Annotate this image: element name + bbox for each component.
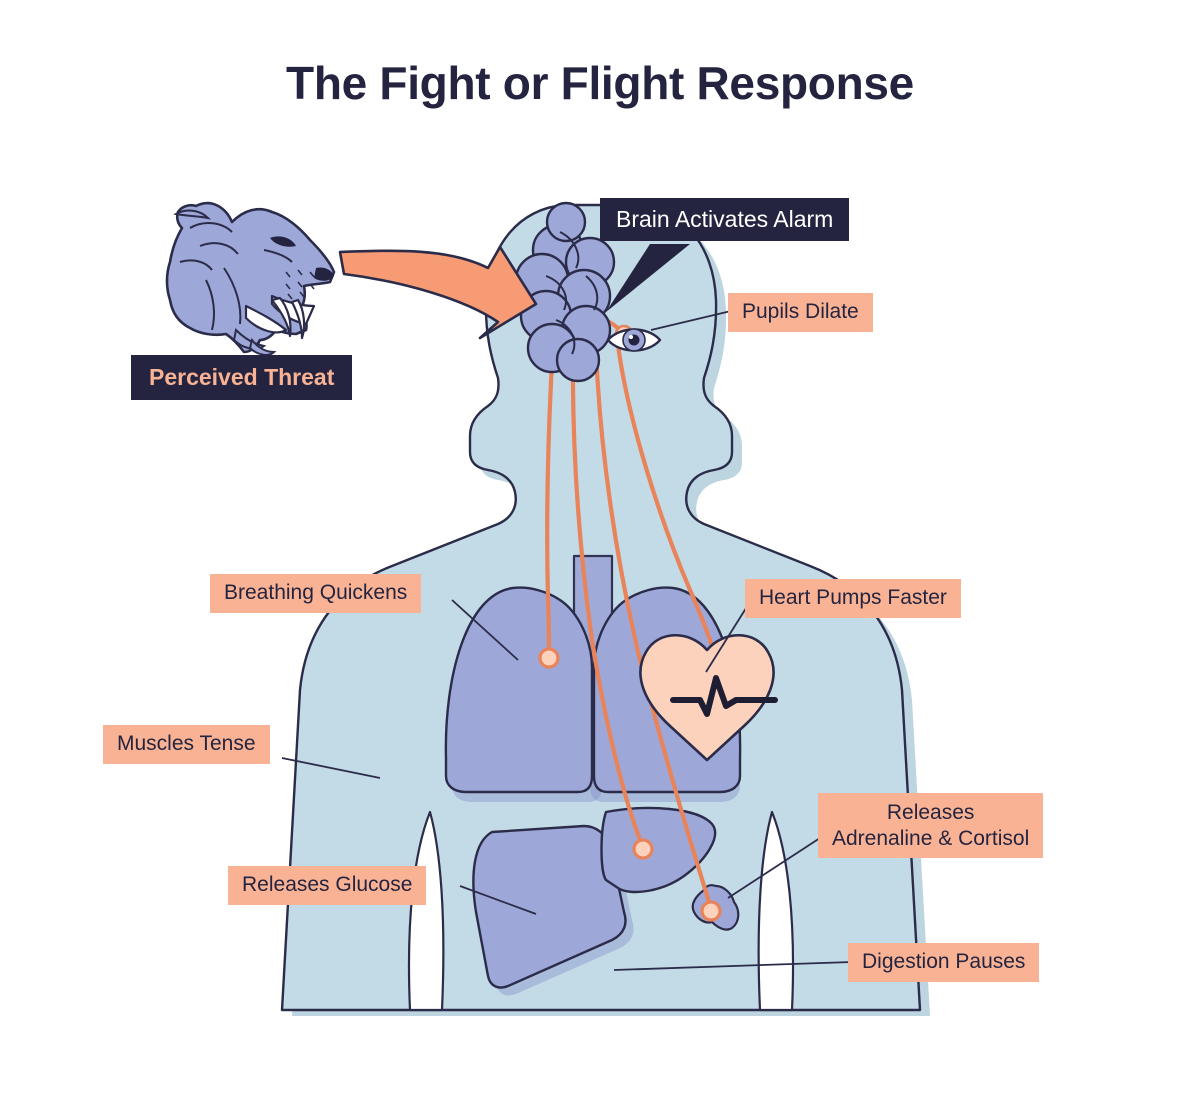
- threat-arrow: [338, 245, 538, 340]
- label-perceived-threat[interactable]: Perceived Threat: [131, 355, 353, 401]
- leader-breathing: [451, 599, 519, 661]
- label-brain-text: Brain Activates Alarm: [616, 206, 834, 232]
- leader-muscles: [281, 757, 381, 779]
- label-threat-text: Perceived Threat: [149, 364, 335, 390]
- label-digestion-pauses[interactable]: Digestion Pauses: [848, 943, 1040, 982]
- label-adrenaline-line2: Adrenaline & Cortisol: [832, 826, 1030, 850]
- label-digestion-text: Digestion Pauses: [862, 950, 1026, 973]
- leader-glucose: [459, 885, 537, 915]
- label-adrenaline-line1: Releases: [886, 801, 975, 824]
- label-breathing-quickens[interactable]: Breathing Quickens: [210, 574, 422, 613]
- leader-lines: [281, 310, 853, 971]
- label-brain-activates-alarm[interactable]: Brain Activates Alarm: [600, 198, 850, 242]
- label-releases-adrenaline-cortisol[interactable]: Releases Adrenaline & Cortisol: [818, 793, 1044, 859]
- sabertooth-tiger-head: [165, 201, 336, 356]
- label-pupils-text: Pupils Dilate: [742, 300, 859, 323]
- label-muscles-text: Muscles Tense: [117, 732, 256, 755]
- leader-heart: [705, 604, 749, 673]
- label-heart-pumps-faster[interactable]: Heart Pumps Faster: [745, 579, 961, 618]
- label-heart-text: Heart Pumps Faster: [759, 586, 947, 609]
- nerve-pathways: [545, 315, 719, 908]
- heart: [639, 633, 778, 762]
- page-title: The Fight or Flight Response: [286, 57, 914, 109]
- label-glucose-text: Releases Glucose: [242, 873, 413, 896]
- label-releases-glucose[interactable]: Releases Glucose: [228, 866, 427, 905]
- leader-digestion: [613, 961, 853, 971]
- label-muscles-tense[interactable]: Muscles Tense: [103, 725, 270, 764]
- label-pupils-dilate[interactable]: Pupils Dilate: [728, 293, 873, 332]
- leader-adrenaline: [727, 837, 821, 899]
- heartbeat-line: [670, 675, 778, 717]
- eye: [606, 328, 662, 352]
- leader-pupils: [650, 310, 732, 331]
- brain-callout-tail: [606, 244, 690, 312]
- left-lung: [444, 586, 594, 794]
- brain: [514, 201, 616, 383]
- label-breathing-text: Breathing Quickens: [224, 581, 408, 604]
